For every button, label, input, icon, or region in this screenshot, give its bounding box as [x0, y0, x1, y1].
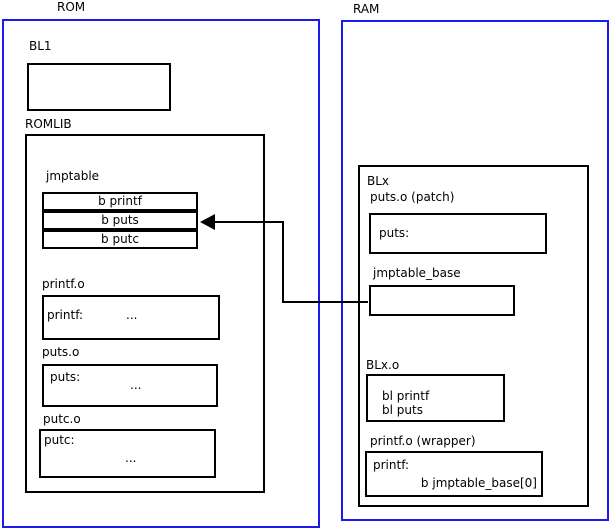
puts-o-label: puts.o — [42, 345, 80, 359]
printf-wrapper-label: printf.o (wrapper) — [370, 434, 476, 448]
romlib-box: jmptable b printf b puts b putc printf.o… — [25, 134, 265, 493]
jmptable-base-box — [369, 285, 515, 316]
blx-o-label: BLx.o — [366, 358, 400, 372]
printf-wrapper-symbol: printf: — [373, 458, 410, 472]
printf-symbol: printf: — [47, 308, 84, 322]
romlib-label: ROMLIB — [25, 117, 72, 131]
jmptable-row-printf: b printf — [42, 192, 198, 211]
printf-body-ellipsis: ... — [126, 308, 138, 322]
blx-o-line-bl-printf: bl printf — [382, 389, 430, 403]
puts-symbol: puts: — [50, 370, 81, 384]
jmptable-label: jmptable — [46, 169, 100, 183]
jmptable-row-puts: b puts — [42, 211, 198, 230]
puts-patch-box: puts: — [369, 213, 547, 254]
bl1-box — [27, 63, 171, 111]
printf-wrapper-body: b jmptable_base[0] — [420, 476, 537, 490]
rom-title: ROM — [57, 0, 86, 14]
putc-o-label: putc.o — [43, 412, 81, 426]
jmptable-rows: b printf b puts b putc — [42, 192, 198, 249]
printf-wrapper-box: printf: b jmptable_base[0] — [365, 451, 543, 497]
ram-title: RAM — [353, 2, 380, 16]
putc-body-ellipsis: ... — [125, 451, 137, 465]
printf-o-label: printf.o — [42, 277, 85, 291]
puts-patch-symbol: puts: — [379, 226, 410, 240]
blx-label: BLx — [367, 174, 390, 188]
bl1-label: BL1 — [29, 39, 52, 53]
puts-o-box: puts: ... — [42, 364, 218, 407]
puts-body-ellipsis: ... — [130, 378, 142, 392]
jmptable-base-label: jmptable_base — [373, 266, 461, 280]
jmptable-row-putc: b putc — [42, 230, 198, 249]
blx-o-box: bl printf bl puts — [366, 374, 505, 422]
putc-o-box: putc: ... — [39, 429, 216, 478]
putc-symbol: putc: — [44, 433, 75, 447]
blx-o-line-bl-puts: bl puts — [382, 403, 423, 417]
blx-box: BLx puts.o (patch) puts: jmptable_base B… — [358, 165, 589, 507]
puts-patch-label: puts.o (patch) — [370, 190, 455, 204]
printf-o-box: printf: ... — [42, 295, 220, 340]
